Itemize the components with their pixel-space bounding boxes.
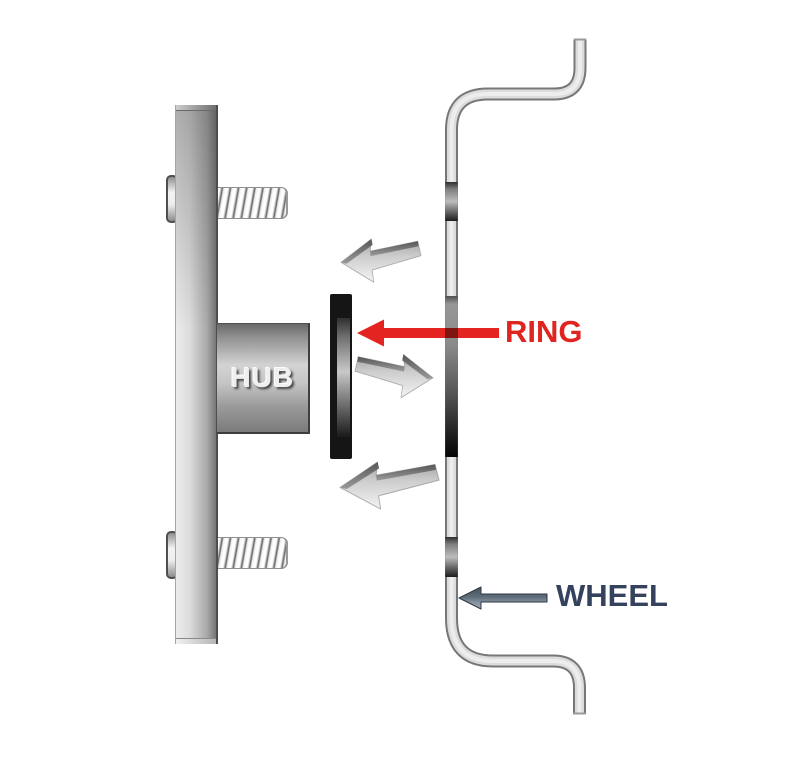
ring-arrow-icon — [357, 319, 499, 347]
fit-arrow-bottom-icon — [339, 461, 440, 510]
wheel-stud-bottom — [218, 537, 288, 569]
wheel-arrow-icon — [458, 586, 548, 610]
wheel-label: WHEEL — [556, 578, 668, 613]
fit-arrow-middle-icon — [354, 354, 434, 399]
wheel-stud-top — [218, 187, 288, 219]
hub-cylinder: HUB — [217, 323, 310, 434]
centering-ring-face — [337, 318, 350, 437]
wheel-cross-section — [445, 38, 587, 715]
wheel-bolt-hole-band-top — [445, 182, 458, 221]
centering-ring — [330, 294, 352, 459]
wheel-tube-end-cap-bottom — [573, 712, 586, 715]
wheel-bolt-hole-band-bottom — [445, 537, 458, 577]
wheel-center-bore-band — [445, 296, 458, 457]
ring-label: RING — [505, 314, 583, 349]
hub-flange-plate — [175, 105, 218, 644]
wheel-tube-end-cap-top — [573, 38, 587, 41]
fit-arrow-top-icon — [340, 238, 422, 283]
hub-label: HUB — [230, 362, 295, 393]
